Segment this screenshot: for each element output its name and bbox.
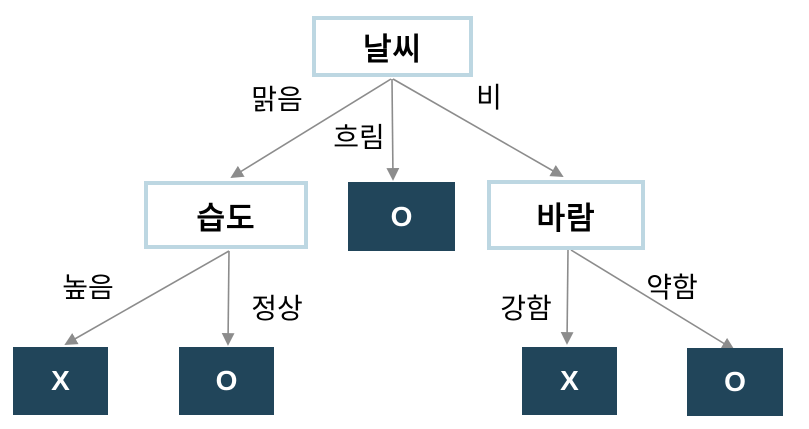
- leaf-wind-weak-result: O: [687, 348, 783, 416]
- edge-label-high: 높음: [62, 272, 114, 303]
- edge-sunny-arrow: [230, 78, 392, 179]
- edge-label-weak: 약함: [646, 272, 698, 303]
- edge-label-rain: 비: [476, 82, 502, 113]
- edge-weak-arrow: [570, 249, 735, 351]
- leaf-humidity-high-result: X: [13, 347, 108, 415]
- node-humidity: 습도: [144, 181, 308, 249]
- leaf-overcast-result: O: [348, 182, 455, 251]
- edge-label-strong: 강함: [500, 293, 552, 324]
- edge-label-overcast: 흐림: [333, 122, 385, 153]
- edge-label-normal: 정상: [251, 293, 303, 324]
- edge-strong-arrow: [560, 249, 574, 345]
- edge-label-sunny: 맑음: [251, 84, 303, 115]
- edge-rain-arrow: [392, 78, 564, 177]
- edge-normal-arrow: [221, 250, 235, 346]
- node-weather: 날씨: [312, 16, 473, 77]
- edge-high-arrow: [64, 250, 230, 345]
- leaf-wind-strong-result: X: [522, 347, 617, 415]
- leaf-humidity-normal-result: O: [179, 347, 274, 415]
- edge-overcast-arrow: [386, 78, 400, 181]
- node-wind: 바람: [487, 180, 645, 250]
